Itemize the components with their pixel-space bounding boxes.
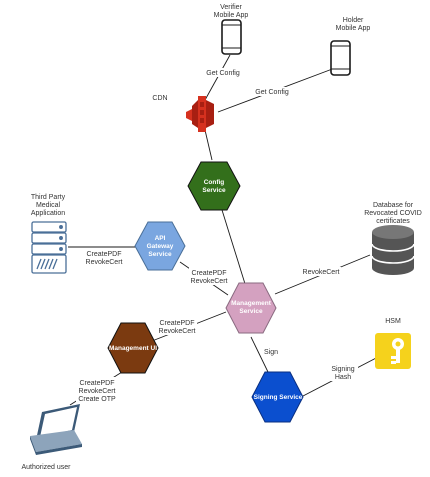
edge-label-thirdparty-api-2: RevokeCert [86,259,123,266]
edge-label-signing-hsm-1: Signing [331,366,354,373]
signing-service: Signing Service [251,371,304,423]
holder-label-1: Holder [343,17,364,24]
edge-label-thirdparty-api-1: CreatePDF [86,251,121,258]
smartphone-icon [221,19,242,55]
edge-verifier-cdn [204,54,231,101]
edge-label-ui-mgmt-2: RevokeCert [159,328,196,335]
verifier-mobile-app: Verifier Mobile App [214,4,249,55]
third-party-label-3: Application [31,210,65,217]
api-gateway-label-2: Gateway [147,243,174,250]
cdn-icon [186,96,214,132]
edge-label-verifier-cdn: Get Config [206,70,240,77]
edge-label-api-mgmt-2: RevokeCert [191,278,228,285]
edge-label-ui-mgmt-1: CreatePDF [159,320,194,327]
edge-label-user-ui-3: Create OTP [78,396,116,403]
config-service: Config Service [187,161,241,211]
third-party-label-2: Medical [36,202,61,209]
database-label-1: Database for [373,202,414,209]
database-node: Database for Revocated COVID certificate… [364,202,422,275]
edge-label-user-ui-2: RevokeCert [79,388,116,395]
edge-config-mgmt [221,209,247,288]
third-party-label-1: Third Party [31,194,66,201]
holder-mobile-app: Holder Mobile App [330,17,371,76]
authorized-user: Authorized user [21,404,82,471]
cdn-node: CDN [152,95,214,132]
server-icon [31,221,67,274]
edge-label-mgmt-db: RevokeCert [303,269,340,276]
cdn-label: CDN [152,95,167,102]
database-label-2: Revocated COVID [364,210,422,217]
management-service-label-1: Management [231,300,272,307]
api-gateway-label-1: API [155,235,166,242]
edge-label-user-ui-1: CreatePDF [79,380,114,387]
database-label-3: certificates [376,218,410,225]
laptop-icon [30,404,82,455]
management-service: Management Service [225,282,277,334]
database-icon [371,225,415,275]
edge-label-mgmt-signing: Sign [264,349,278,356]
edge-label-signing-hsm-2: Hash [335,374,351,381]
edge-mgmt-signing [250,336,269,373]
holder-label-2: Mobile App [336,25,371,32]
edge-label-holder-cdn: Get Config [255,89,289,96]
hsm-node: HSM [375,318,411,369]
config-service-label-2: Service [202,187,226,194]
verifier-label-1: Verifier [220,4,242,11]
management-service-label-2: Service [239,308,263,315]
api-gateway-label-3: Service [148,251,172,258]
smartphone-icon [330,40,351,76]
third-party-medical-application: Third Party Medical Application [31,194,67,274]
authorized-user-label: Authorized user [21,464,71,471]
edge-labels: Get Config Get Config CreatePDF RevokeCe… [76,68,358,404]
verifier-label-2: Mobile App [214,12,249,19]
management-ui: Management UI [107,322,159,374]
edge-cdn-config [204,129,213,161]
edge-label-api-mgmt-1: CreatePDF [191,270,226,277]
config-service-label-1: Config [204,179,225,186]
key-icon [375,333,411,369]
management-ui-label: Management UI [109,345,157,352]
hsm-label: HSM [385,318,401,325]
api-gateway-service: API Gateway Service [134,221,186,271]
signing-service-label: Signing Service [254,394,303,401]
